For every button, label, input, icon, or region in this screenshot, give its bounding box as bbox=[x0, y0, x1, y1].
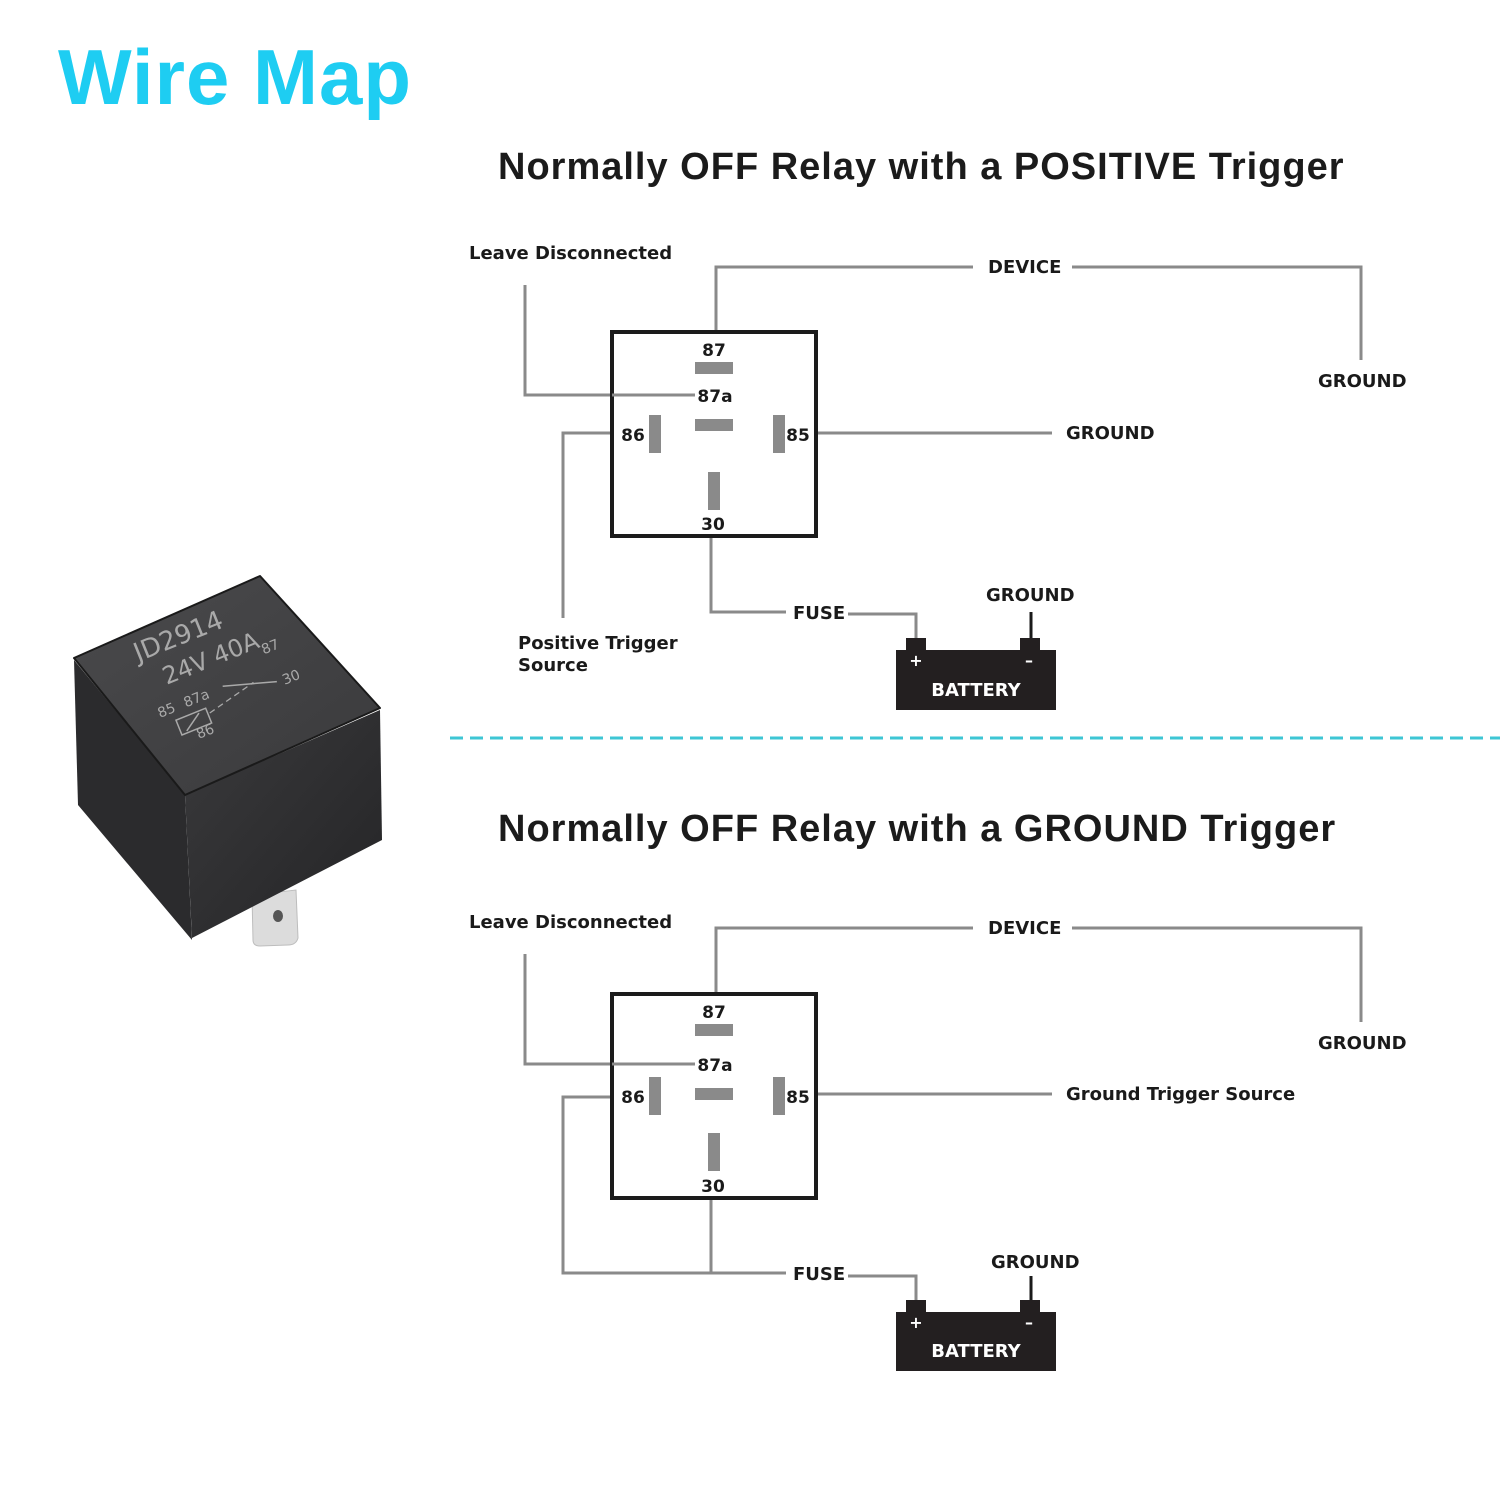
pin-label-87: 87 bbox=[702, 1003, 726, 1023]
wire-86-to-fuse bbox=[561, 1095, 786, 1275]
pin-86 bbox=[649, 1077, 661, 1115]
pin-87 bbox=[695, 362, 733, 374]
wire-fuse-battery bbox=[848, 1274, 918, 1302]
label-fuse: FUSE bbox=[793, 603, 845, 624]
photo-pin-30: 30 bbox=[280, 667, 303, 689]
battery-minus: – bbox=[1025, 1313, 1033, 1332]
label-device-ground: GROUND bbox=[1318, 371, 1407, 392]
diagram-2-title: Normally OFF Relay with a GROUND Trigger bbox=[498, 808, 1337, 850]
relay-left-face bbox=[74, 660, 192, 940]
pin-87a bbox=[695, 1088, 733, 1100]
label-positive-trigger-source: Positive Trigger bbox=[518, 633, 678, 654]
battery-label: BATTERY bbox=[931, 1341, 1021, 1362]
pin-label-87a: 87a bbox=[697, 387, 732, 407]
wire-device-to-ground bbox=[1072, 265, 1363, 360]
label-battery-ground: GROUND bbox=[986, 585, 1075, 606]
terminal-hole bbox=[273, 910, 283, 922]
pin-label-85: 85 bbox=[786, 426, 810, 446]
label-positive-trigger-source-2: Source bbox=[518, 655, 588, 676]
photo-pin-85: 85 bbox=[156, 700, 179, 722]
wire-86-trigger bbox=[561, 431, 612, 618]
pin-87 bbox=[695, 1024, 733, 1036]
diagram-positive-trigger: 87 87a 86 85 30 Leave Disconnected DEVIC… bbox=[469, 243, 1407, 710]
pin-30 bbox=[708, 1133, 720, 1171]
pin-label-30: 30 bbox=[701, 1177, 725, 1197]
wire-87-to-device bbox=[714, 265, 973, 332]
pin-87a bbox=[695, 419, 733, 431]
label-leave-disconnected: Leave Disconnected bbox=[469, 243, 672, 264]
photo-pin-86: 86 bbox=[194, 721, 217, 743]
pin-85 bbox=[773, 415, 785, 453]
battery-plus: + bbox=[909, 1313, 922, 1332]
relay-product-photo: JD2914 24V 40A 85 87a 87 30 86 bbox=[73, 575, 382, 947]
wire-30-fuse bbox=[709, 537, 786, 614]
diagram-1-title: Normally OFF Relay with a POSITIVE Trigg… bbox=[498, 146, 1345, 188]
battery-label: BATTERY bbox=[931, 680, 1021, 701]
wire-87-to-device bbox=[714, 926, 973, 994]
pin-label-87: 87 bbox=[702, 341, 726, 361]
label-device: DEVICE bbox=[988, 257, 1061, 278]
pin-label-85: 85 bbox=[786, 1088, 810, 1108]
diagram-ground-trigger: 87 87a 86 85 30 Leave Disconnected DEVIC… bbox=[469, 912, 1407, 1371]
label-fuse: FUSE bbox=[793, 1264, 845, 1285]
pin-label-86: 86 bbox=[621, 426, 645, 446]
label-pin85-ground: GROUND bbox=[1066, 423, 1155, 444]
pin-86 bbox=[649, 415, 661, 453]
pin-30 bbox=[708, 472, 720, 510]
battery-minus: – bbox=[1025, 651, 1033, 670]
page-title: Wire Map bbox=[58, 33, 413, 121]
label-battery-ground: GROUND bbox=[991, 1252, 1080, 1273]
battery-plus: + bbox=[909, 651, 922, 670]
label-leave-disconnected: Leave Disconnected bbox=[469, 912, 672, 933]
wire-fuse-battery bbox=[848, 612, 918, 640]
pin-label-30: 30 bbox=[701, 515, 725, 535]
label-device: DEVICE bbox=[988, 918, 1061, 939]
label-device-ground: GROUND bbox=[1318, 1033, 1407, 1054]
pin-label-86: 86 bbox=[621, 1088, 645, 1108]
pin-85 bbox=[773, 1077, 785, 1115]
relay-front-face bbox=[185, 710, 382, 938]
label-ground-trigger-source: Ground Trigger Source bbox=[1066, 1084, 1295, 1105]
pin-label-87a: 87a bbox=[697, 1056, 732, 1076]
photo-pin-87: 87 bbox=[259, 637, 282, 659]
battery-icon: + – BATTERY bbox=[896, 1300, 1056, 1371]
battery-icon: + – BATTERY bbox=[896, 638, 1056, 710]
wire-device-to-ground bbox=[1072, 926, 1363, 1022]
relay-schematic-marking: 85 87a 87 30 86 bbox=[156, 637, 303, 743]
